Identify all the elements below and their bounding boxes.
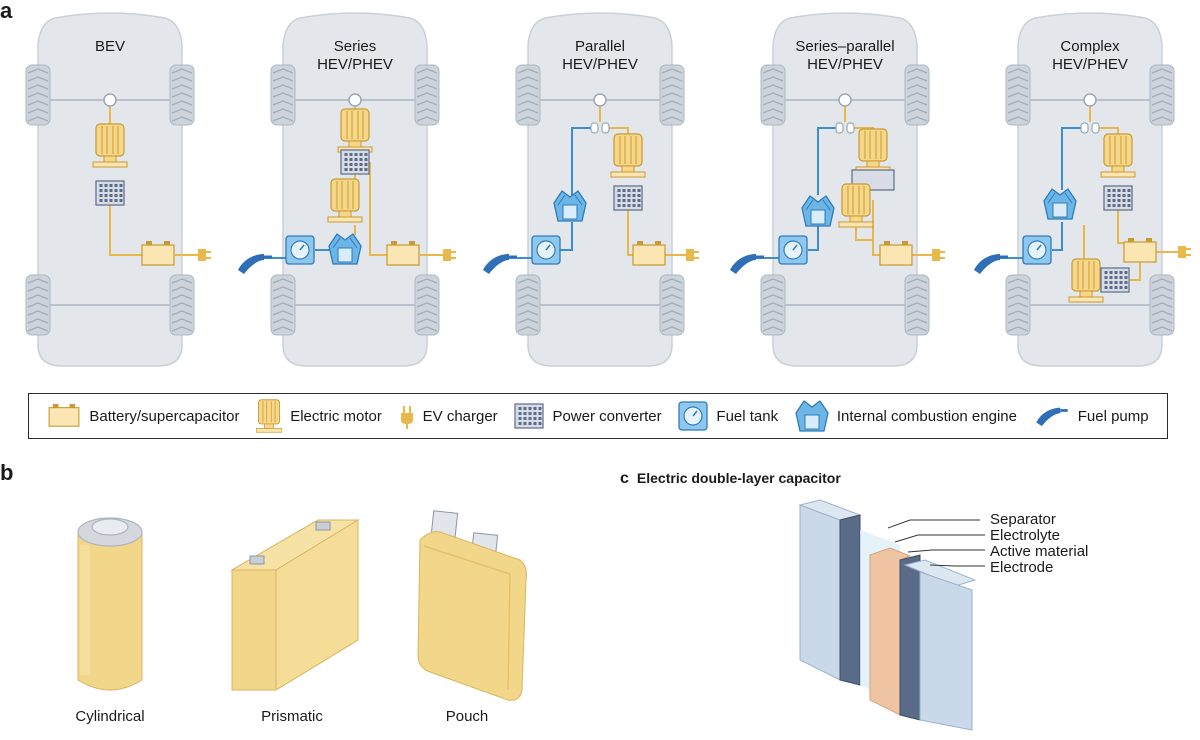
car-complex bbox=[972, 12, 1192, 367]
car-label-bev: BEV bbox=[94, 38, 125, 55]
pouch-cell bbox=[417, 510, 527, 701]
electric-motor-icon bbox=[256, 399, 283, 433]
label-active-material: Active material bbox=[990, 543, 1089, 560]
cylindrical-cell bbox=[77, 517, 143, 691]
cell-label-prismatic: Prismatic bbox=[261, 708, 323, 725]
ev-charger-icon bbox=[400, 406, 413, 429]
drivetrain-diagrams bbox=[25, 12, 1192, 367]
legend-item-battery: Battery/supercapacitor bbox=[47, 403, 239, 429]
cell-label-cylindrical: Cylindrical bbox=[75, 708, 145, 725]
label-separator: Separator bbox=[990, 511, 1056, 528]
car-series bbox=[236, 12, 457, 367]
car-series-parallel bbox=[728, 12, 946, 367]
panel-letter-a: a bbox=[0, 0, 13, 23]
label-electrolyte: Electrolyte bbox=[990, 527, 1061, 544]
fuel-tank-icon bbox=[678, 401, 709, 431]
legend-item-motor: Electric motor bbox=[256, 399, 382, 433]
engine-icon bbox=[795, 400, 829, 432]
legend-item-fuel-pump: Fuel pump bbox=[1034, 404, 1149, 428]
legend-item-power-converter: Power converter bbox=[514, 403, 662, 429]
legend-item-fuel-tank: Fuel tank bbox=[678, 401, 778, 431]
car-parallel bbox=[481, 12, 700, 367]
legend: Battery/supercapacitor Electric motor EV… bbox=[28, 393, 1168, 439]
prismatic-cell bbox=[230, 519, 360, 691]
edlc-diagram bbox=[798, 499, 985, 731]
label-electrode: Electrode bbox=[990, 559, 1054, 576]
power-converter-icon bbox=[514, 403, 545, 429]
panel-letter-b: b bbox=[0, 460, 14, 485]
cell-label-pouch: Pouch bbox=[445, 708, 489, 725]
legend-item-engine: Internal combustion engine bbox=[795, 400, 1017, 432]
car-bev bbox=[25, 12, 212, 367]
panel-letter-c: c bbox=[620, 470, 629, 487]
legend-item-ev-charger: EV charger bbox=[399, 403, 498, 429]
fuel-pump-icon bbox=[1036, 407, 1068, 427]
battery-icon bbox=[48, 403, 80, 427]
